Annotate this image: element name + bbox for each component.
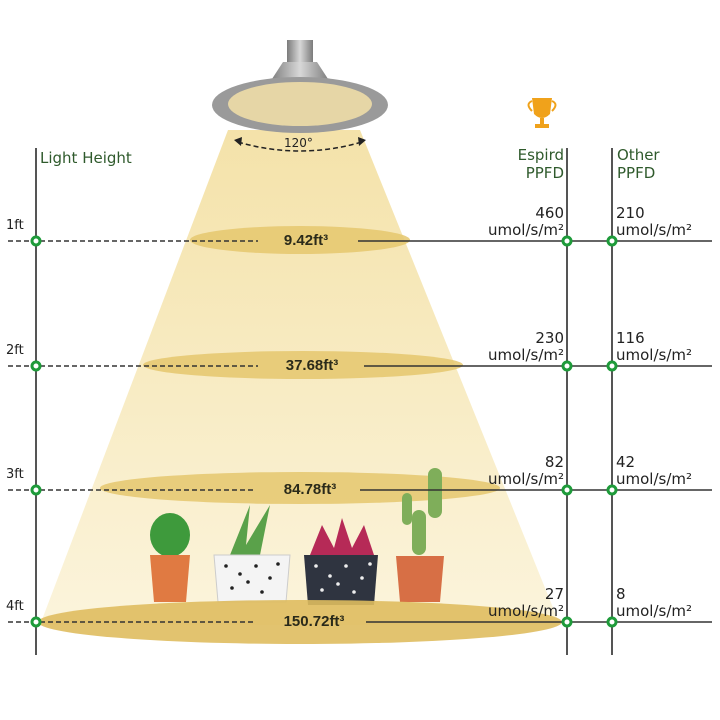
light-height-heading: Light Height <box>40 149 132 167</box>
trophy-icon <box>527 98 557 128</box>
plants-illustration <box>150 468 444 605</box>
coverage-volume: 37.68ft³ <box>285 357 339 374</box>
height-label: 3ft <box>6 467 24 482</box>
coverage-volume: 150.72ft³ <box>283 613 345 630</box>
height-label: 4ft <box>6 599 24 614</box>
coverage-volume: 9.42ft³ <box>283 232 329 249</box>
height-label: 1ft <box>6 218 24 233</box>
grow-lamp-icon <box>212 40 388 152</box>
height-label: 2ft <box>6 343 24 358</box>
espird-ppfd-heading: Espird PPFD <box>517 146 564 182</box>
coverage-volume: 84.78ft³ <box>283 481 337 498</box>
other-ppfd-heading: Other PPFD <box>617 146 660 182</box>
beam-angle-label: 120° <box>284 136 313 150</box>
